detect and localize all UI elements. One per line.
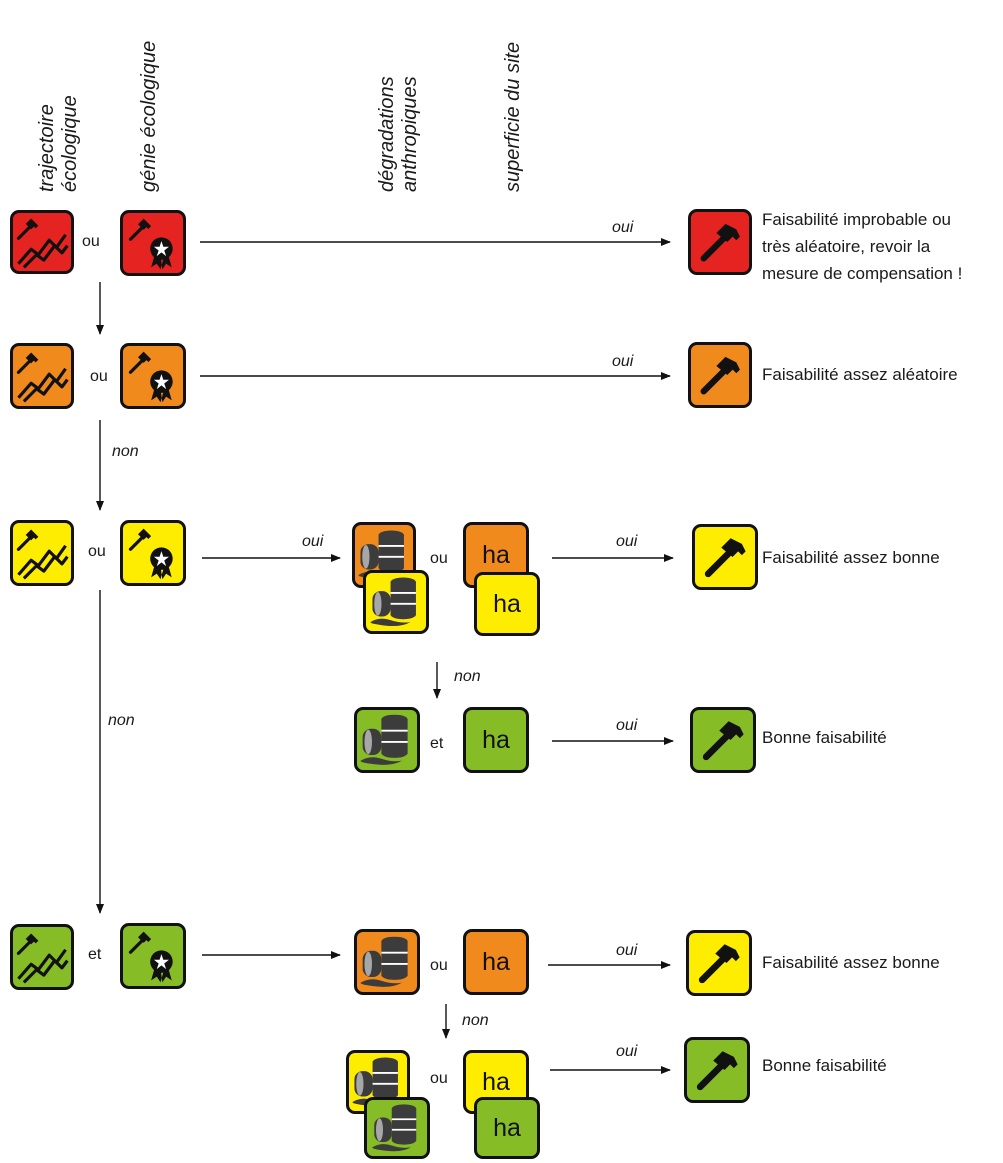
barrel-pollution-icon	[364, 1097, 430, 1159]
hectare-icon: ha	[463, 707, 529, 773]
yes-label: oui	[612, 219, 634, 236]
hammer-icon	[690, 707, 756, 773]
yes-label: oui	[616, 717, 638, 734]
hammer-icon	[688, 209, 752, 275]
outcome-assez-bonne: Faisabilité assez bonne	[762, 548, 940, 567]
outcome-bonne-2: Bonne faisabilité	[762, 1056, 887, 1075]
and-label: et	[88, 946, 102, 963]
engineering-badge-icon	[120, 210, 186, 276]
yes-label: oui	[612, 353, 634, 370]
or-label: ou	[88, 543, 106, 560]
trajectory-chart-icon	[10, 343, 74, 409]
barrel-pollution-icon	[363, 570, 429, 634]
trajectory-chart-icon	[10, 520, 74, 586]
engineering-badge-icon	[120, 520, 186, 586]
hectare-icon: ha	[474, 572, 540, 636]
barrel-pollution-icon	[354, 929, 420, 995]
yes-label: oui	[616, 533, 638, 550]
outcome-assez-bonne-2: Faisabilité assez bonne	[762, 953, 940, 972]
engineering-badge-icon	[120, 923, 186, 989]
yes-label: oui	[302, 533, 324, 550]
barrel-pollution-icon	[354, 707, 420, 773]
outcome-assez-aleatoire: Faisabilité assez aléatoire	[762, 365, 958, 384]
and-label: et	[430, 735, 444, 752]
no-label: non	[462, 1012, 489, 1029]
yes-label: oui	[616, 1043, 638, 1060]
hammer-icon	[688, 342, 752, 408]
or-label: ou	[82, 233, 100, 250]
outcome-bonne: Bonne faisabilité	[762, 728, 887, 747]
or-label: ou	[430, 1070, 448, 1087]
hammer-icon	[686, 930, 752, 996]
or-label: ou	[90, 368, 108, 385]
no-label: non	[112, 443, 139, 460]
or-label: ou	[430, 957, 448, 974]
no-label: non	[454, 668, 481, 685]
yes-label: oui	[616, 942, 638, 959]
hectare-icon: ha	[463, 929, 529, 995]
hectare-icon: ha	[474, 1097, 540, 1159]
hammer-icon	[692, 524, 758, 590]
or-label: ou	[430, 550, 448, 567]
trajectory-chart-icon	[10, 924, 74, 990]
no-label: non	[108, 712, 135, 729]
engineering-badge-icon	[120, 343, 186, 409]
trajectory-chart-icon	[10, 210, 74, 274]
hammer-icon	[684, 1037, 750, 1103]
